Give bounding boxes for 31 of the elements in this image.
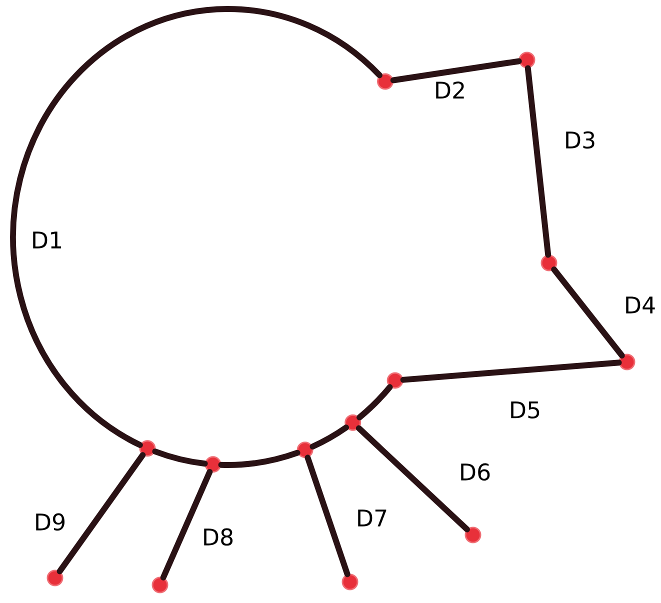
junction-dot xyxy=(518,52,536,68)
edge-label: D8 xyxy=(204,528,233,546)
line-segment xyxy=(56,452,146,574)
junction-dot xyxy=(386,372,404,389)
junction-dot xyxy=(464,526,482,544)
junction-dot xyxy=(152,576,168,594)
edge-label: D5 xyxy=(511,401,540,418)
edge-label: D9 xyxy=(36,513,64,531)
edge-label: D1 xyxy=(33,232,61,248)
junction-dot xyxy=(139,440,156,457)
edge-label: D2 xyxy=(436,81,464,98)
line-segment xyxy=(356,425,470,532)
edge-label: D7 xyxy=(358,510,386,526)
junction-dot xyxy=(46,570,64,586)
junction-dot xyxy=(342,574,358,590)
edge-label: D3 xyxy=(566,131,594,149)
line-segment xyxy=(304,454,350,578)
edge-label: D4 xyxy=(626,296,655,314)
edge-label: D6 xyxy=(461,463,490,481)
junction-dot xyxy=(344,414,362,431)
line-segment xyxy=(551,266,625,358)
junction-dot xyxy=(296,442,314,458)
line-segment xyxy=(218,450,300,468)
line-segment xyxy=(152,448,208,467)
line-segment xyxy=(356,384,393,420)
line-segment xyxy=(10,6,382,448)
line-segment xyxy=(310,424,350,450)
line-segment xyxy=(400,360,622,383)
line-segment xyxy=(524,65,552,258)
line-segment xyxy=(390,58,522,84)
line-segment xyxy=(160,468,213,580)
